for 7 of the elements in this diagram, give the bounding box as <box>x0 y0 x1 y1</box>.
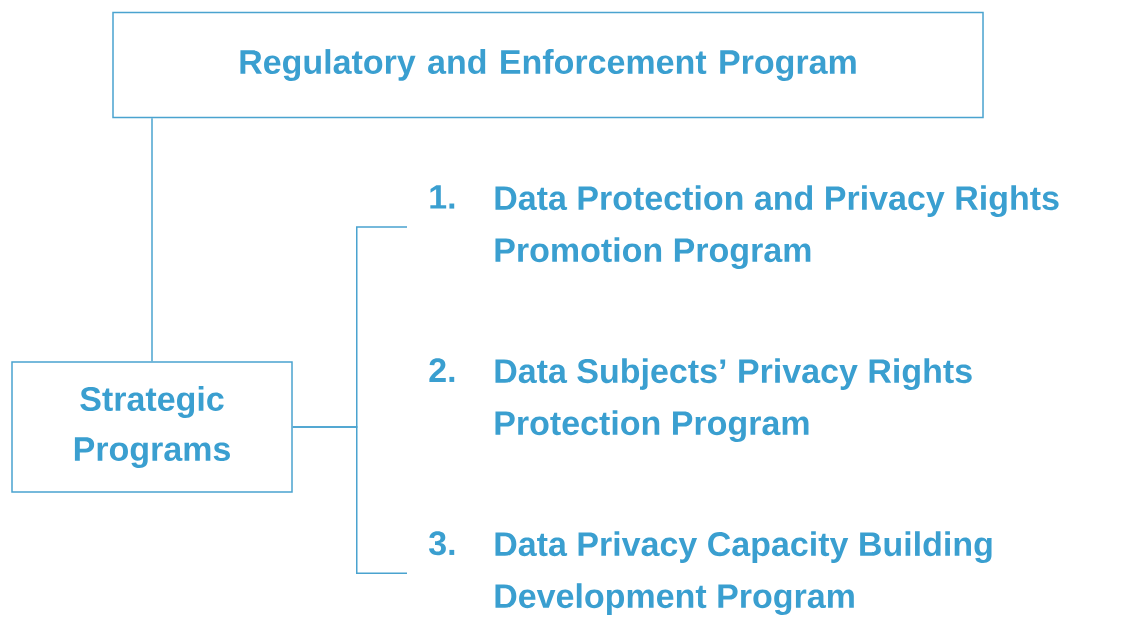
program-item: 3. Data Privacy Capacity Building Development Program <box>429 531 992 616</box>
connector-line <box>292 426 408 574</box>
program-item: 2. Data Subjects’ Privacy Rights Protection Program <box>429 358 972 443</box>
program-item: 1. Data Protection and Privacy Rights Promotion Program <box>430 185 1059 270</box>
program-box: Regulatory and Enforcement Program <box>112 11 984 119</box>
connector-line <box>151 117 153 362</box>
program-box: Strategic Programs <box>11 361 293 493</box>
